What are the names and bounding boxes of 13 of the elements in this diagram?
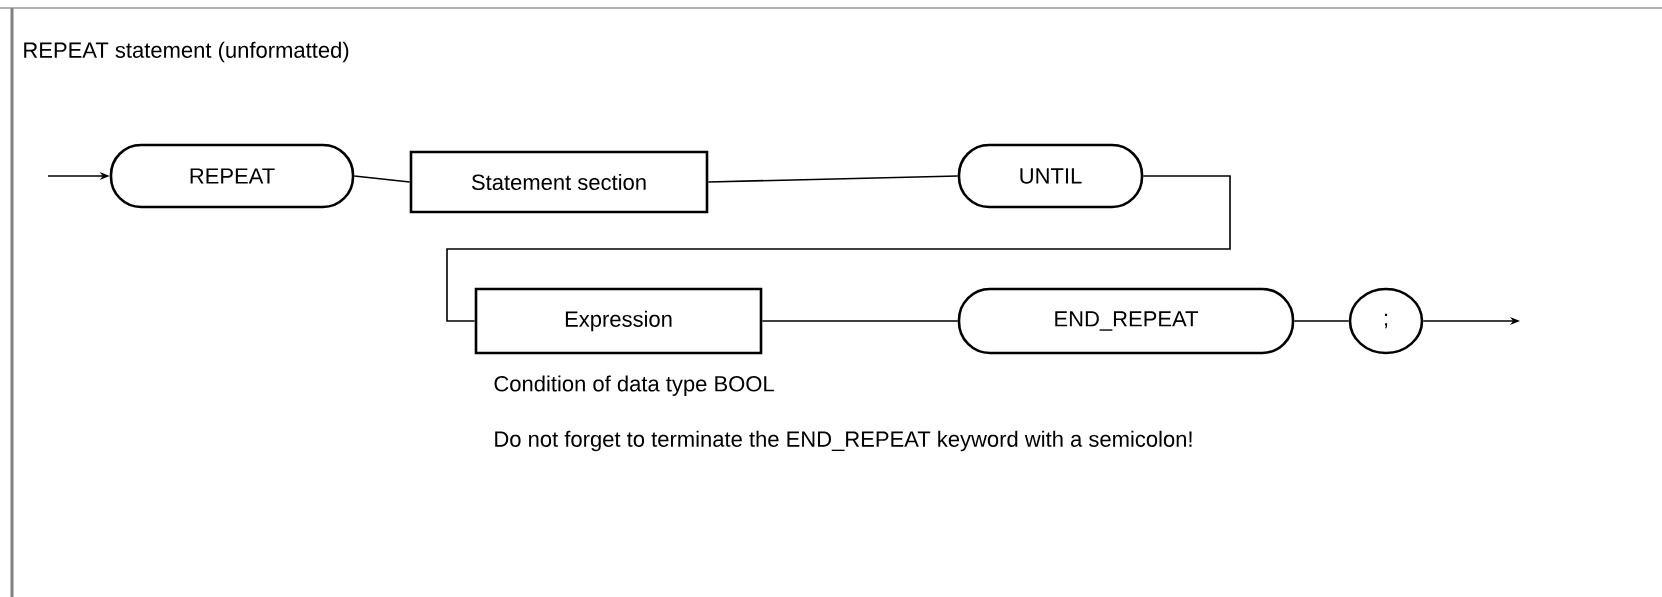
syntax-box: Expression (474, 287, 763, 355)
condition-note: Condition of data type BOOL (494, 375, 774, 396)
connector-line (1293, 320, 1350, 322)
note-text: Do not forget to terminate the END_REPEAT keyword with a semicolon! (495, 430, 1192, 452)
diagram-title: REPEAT statement (unformatted) (24, 41, 349, 63)
connector-line (707, 175, 959, 183)
connector-line (761, 320, 959, 322)
connector-line (353, 175, 411, 183)
connector-line (446, 175, 1231, 322)
keyword-terminal: REPEAT (109, 143, 355, 209)
keyword-terminal: END_REPEAT (957, 287, 1295, 355)
keyword-terminal: UNTIL (957, 143, 1144, 209)
syntax-box: Statement section (409, 150, 709, 214)
